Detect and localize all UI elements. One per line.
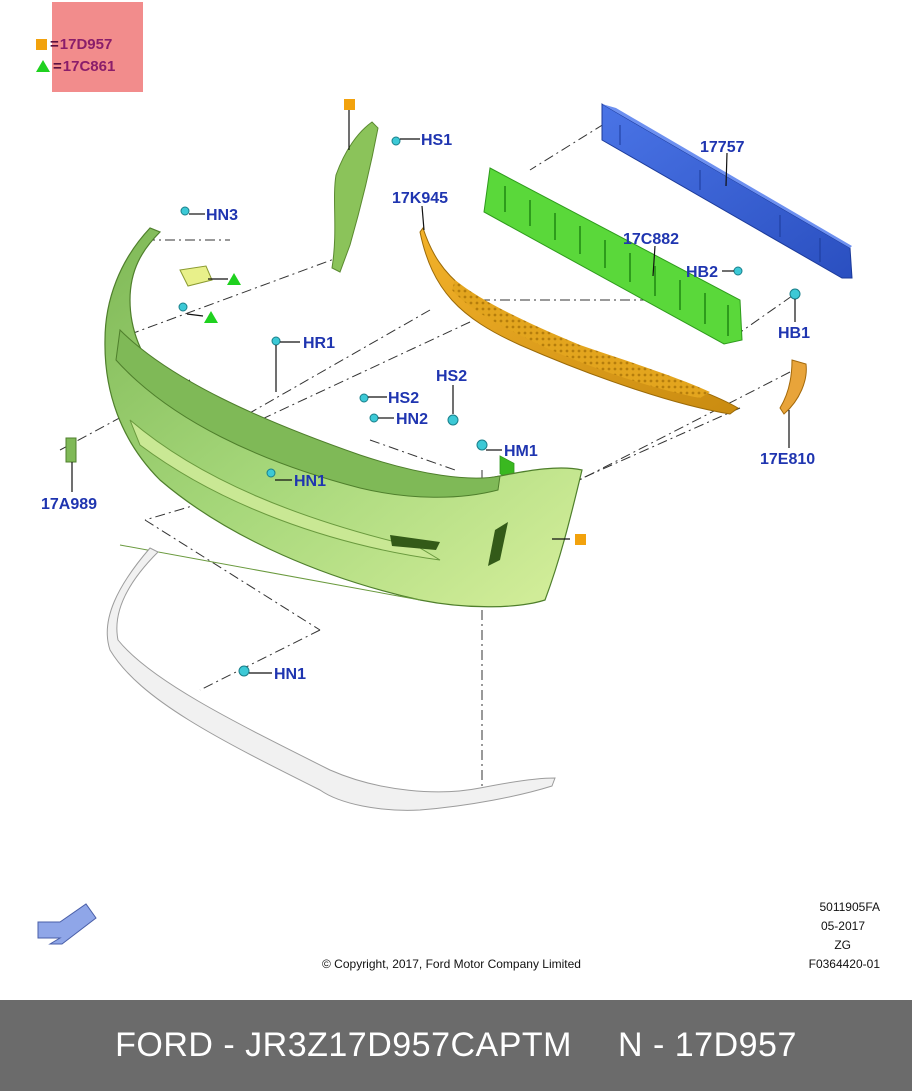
label-hb2: HB2: [686, 264, 718, 281]
trim-clip-17A989[interactable]: [65, 437, 77, 463]
fastener-hn1-upper[interactable]: [266, 468, 276, 478]
exploded-parts-diagram: HS1 HN3 17K945 17757 17C882 HB2 HB1 HR1 …: [37, 99, 853, 945]
legend-square-code: 17D957: [59, 35, 113, 53]
legend-triangle-marker-2: [204, 311, 218, 323]
label-hn3: HN3: [206, 207, 238, 224]
label-hr1: HR1: [303, 335, 335, 352]
label-hn1-upper: HN1: [294, 473, 326, 490]
legend-equals: =: [50, 35, 59, 53]
label-hn1-lower: HN1: [274, 666, 306, 683]
legend-triangle-marker-1: [227, 273, 241, 285]
bracket-17E810[interactable]: [779, 359, 807, 415]
label-hb1: HB1: [778, 325, 810, 342]
diagram-zg: ZG: [834, 938, 851, 952]
copyright-notice: © Copyright, 2017, Ford Motor Company Li…: [322, 957, 581, 971]
legend-square-marker-cover: [575, 534, 586, 545]
footer-part-number: FORD - JR3Z17D957CAPTM: [115, 1026, 572, 1064]
grille-insert-17K945[interactable]: [419, 226, 739, 415]
bumper-reinforcement-17757[interactable]: [601, 103, 853, 279]
legend-square-marker-top: [344, 99, 355, 110]
fastener-hn2[interactable]: [369, 413, 379, 423]
fastener-hs1[interactable]: [391, 136, 401, 146]
side-bracket[interactable]: [331, 121, 379, 273]
label-hs2: HS2: [388, 390, 419, 407]
label-17757: 17757: [700, 139, 745, 156]
label-hs2-top: HS2: [436, 368, 467, 385]
triangle-icon: [36, 60, 50, 72]
bumper-cover-17D957[interactable]: [104, 227, 583, 608]
legend-box: [52, 2, 143, 92]
label-hm1: HM1: [504, 443, 538, 460]
square-icon: [36, 38, 47, 50]
label-17a989: 17A989: [41, 496, 97, 513]
label-hn2: HN2: [396, 411, 428, 428]
label-17e810: 17E810: [760, 451, 815, 468]
energy-absorber-17C882[interactable]: [483, 167, 743, 482]
fastener-hb2[interactable]: [733, 266, 743, 276]
fastener-hs2[interactable]: [447, 414, 459, 426]
fastener-hm1[interactable]: [476, 439, 488, 451]
fastener-bracket-clip[interactable]: [178, 302, 188, 312]
fasteners: [178, 136, 801, 677]
label-17k945: 17K945: [392, 190, 448, 207]
fastener-hb1[interactable]: [789, 288, 801, 300]
bracket-17C861[interactable]: [179, 265, 213, 287]
legend-triangle-code: 17C861: [62, 57, 116, 75]
vehicle-front-arrow-icon: [37, 903, 97, 945]
lower-lip[interactable]: [106, 547, 556, 811]
fastener-hr1[interactable]: [271, 336, 281, 346]
fastener-hn3[interactable]: [180, 206, 190, 216]
label-17c882: 17C882: [623, 231, 679, 248]
legend-equals: =: [53, 57, 62, 75]
diagram-date: 05-2017: [820, 919, 865, 933]
fastener-hn1-lower[interactable]: [238, 665, 250, 677]
diagram-code: 5011905FA: [819, 900, 881, 914]
label-hs1: HS1: [421, 132, 452, 149]
legend-row-triangle: = 17C861: [36, 56, 115, 76]
footer-base-number: N - 17D957: [618, 1026, 797, 1064]
legend-row-square: = 17D957: [36, 34, 112, 54]
fastener-hs2-left[interactable]: [359, 393, 369, 403]
footer-bar: FORD - JR3Z17D957CAPTM N - 17D957: [0, 1000, 912, 1091]
diagram-ref: F0364420-01: [808, 957, 880, 971]
leader-lines: [71, 110, 796, 674]
